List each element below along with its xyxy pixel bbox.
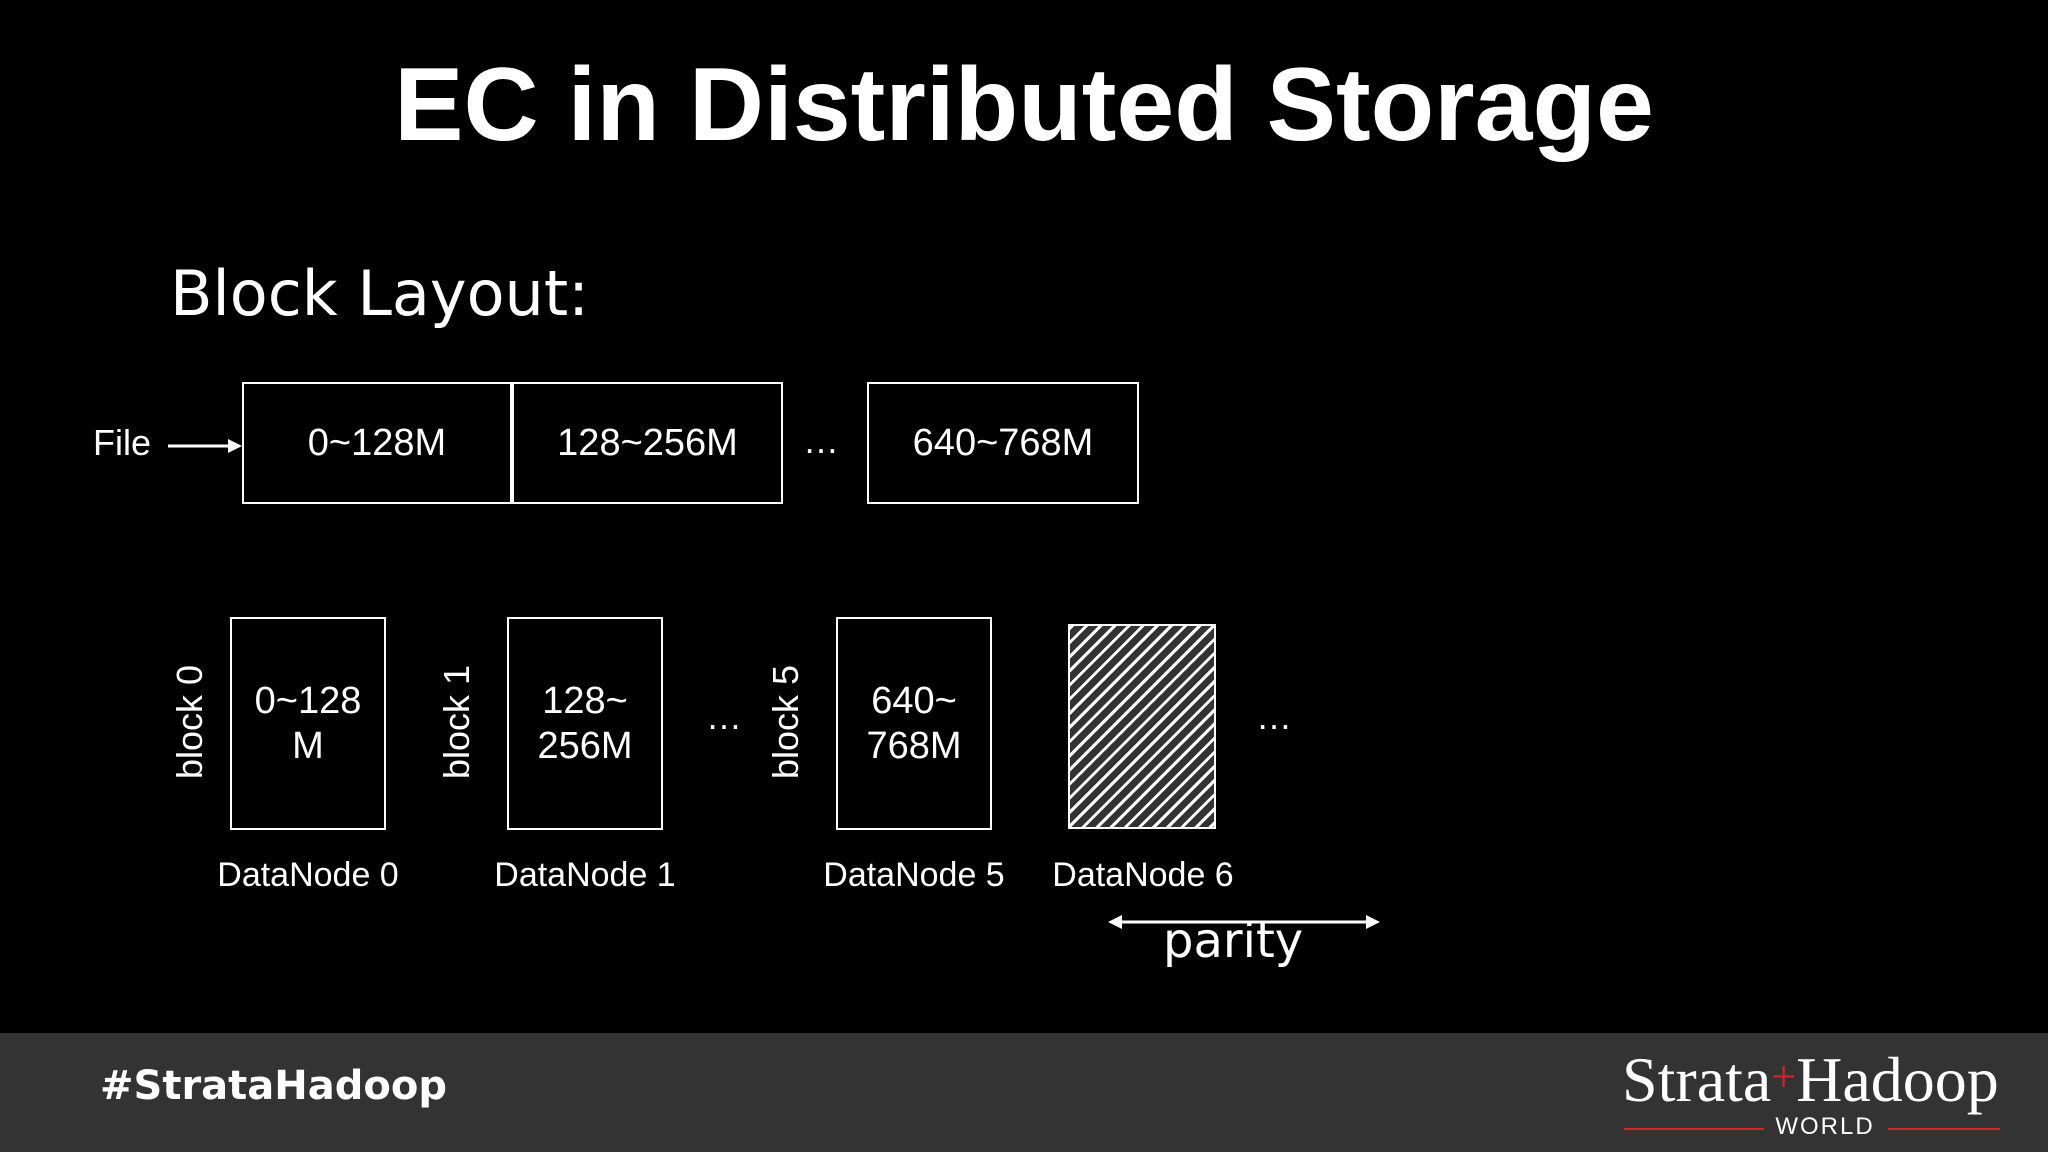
data-block-0: 0~128 M — [230, 617, 386, 830]
logo-rule-right — [1888, 1128, 2000, 1130]
datanode-label: DataNode 5 — [823, 856, 1005, 894]
logo-wordmark: Strata+Hadoop — [1622, 1043, 1999, 1117]
block-label: block 5 — [765, 664, 806, 780]
slide-subtitle: Block Layout: — [170, 257, 590, 330]
logo-text-left: Strata — [1622, 1044, 1772, 1115]
file-label: File — [93, 422, 152, 463]
file-arrow-icon — [168, 439, 242, 453]
block-label: block 1 — [436, 664, 477, 780]
file-segment-2: 640~768M — [867, 382, 1139, 504]
data-block-1: 128~ 256M — [507, 617, 663, 830]
parity-ellipsis: … — [1256, 696, 1296, 737]
strata-hadoop-logo: Strata+Hadoop WORLD — [1610, 1043, 2010, 1147]
parity-block-hatched — [1068, 624, 1216, 829]
block-label: block 0 — [169, 664, 210, 780]
parity-label: parity — [1163, 913, 1304, 969]
slide-title: EC in Distributed Storage — [394, 47, 1654, 163]
data-block-5: 640~ 768M — [836, 617, 992, 830]
hashtag: #StrataHadoop — [100, 1063, 447, 1109]
logo-rule-left — [1624, 1128, 1764, 1130]
file-segment-1: 128~256M — [512, 382, 783, 504]
logo-text-right: Hadoop — [1796, 1044, 1999, 1115]
logo-plus: + — [1771, 1052, 1797, 1101]
file-ellipsis: … — [803, 420, 843, 461]
parity-span-arrow-icon — [1108, 915, 1380, 929]
datanode-label: DataNode 6 — [1052, 856, 1234, 894]
file-segment-0: 0~128M — [242, 382, 512, 504]
datanode-label: DataNode 0 — [217, 856, 399, 894]
footer-bar: #StrataHadoop Strata+Hadoop WORLD — [0, 1033, 2048, 1152]
datanode-label: DataNode 1 — [494, 856, 676, 894]
block-ellipsis: … — [706, 696, 746, 737]
logo-subtext: WORLD — [1775, 1113, 1875, 1140]
